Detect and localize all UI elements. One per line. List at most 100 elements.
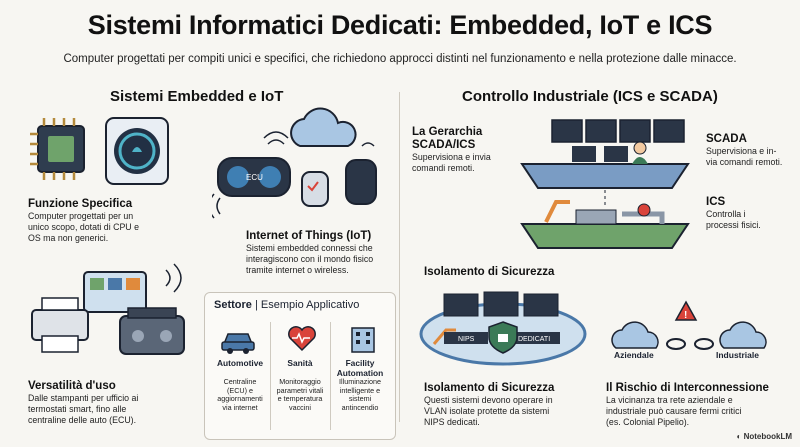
sector-title: Facility [345,358,375,368]
cloud-icon [611,321,767,349]
scada-block: SCADA Supervisiona e in- via comandi rem… [706,133,796,168]
iot-devices-illustration: ECU [212,107,377,219]
scada-title: SCADA [706,133,747,145]
interconnection-illustration: ! [611,300,767,350]
isolation-illustration: NIPS DEDICATI [419,291,587,366]
sector-text: (ECU) e [227,385,253,395]
sector-title: Automation [336,368,384,378]
smart-speaker-icon [345,159,377,205]
isolamento-heading: Isolamento di Sicurezza [424,266,555,278]
building-icon [351,327,375,353]
iot-text-1: Sistemi embedded connessi che [246,243,373,253]
sector-text: aggiornamenti [217,394,263,404]
rischio-block: Il Rischio di Interconnessione La vicina… [606,382,796,428]
label-aziendale: Aziendale [614,350,654,360]
scada-text: Supervisiona e in- [706,146,777,156]
sector-text: vaccini [289,402,311,412]
sector-text: antincendio [341,402,379,412]
ics-title: ICS [706,196,726,208]
sector-column-sanita: Sanità Monitoraggio parametri vitali e t… [272,358,328,412]
dashboard-icon: ECU [217,157,291,197]
warning-icon: ! [674,300,698,321]
sector-column-facility: Facility Automation Illuminazione intell… [332,358,388,412]
isolamento-title: Isolamento di Sicurezza [424,382,555,394]
sector-text: via internet [222,402,258,412]
sector-text: intelligente e [339,385,381,395]
sector-header-rest: Esempio Applicativo [260,299,360,311]
scada-ics-illustration [520,119,690,249]
funzione-block: Funzione Specifica Computer progettati p… [28,198,198,244]
chip-thermostat-illustration [30,117,169,185]
car-icon [221,333,255,354]
sector-column-automotive: Automotive Centraline (ECU) e aggiorname… [212,358,268,412]
sector-text: sistemi [348,394,372,404]
svg-text:DEDICATI: DEDICATI [518,336,550,343]
rischio-text: (es. Colonial Pipelio). [606,417,690,427]
label-industriale: Industriale [716,350,759,360]
svg-text:ECU: ECU [246,173,263,182]
ics-text: Controlla i [706,209,746,219]
sector-header-bold: Settore [214,299,252,311]
sector-text: e temperatura [277,394,323,404]
industrial-floor-icon [520,200,690,249]
cloud-icon [290,107,357,147]
isolamento-text: Questi sistemi devono operare in [424,395,553,405]
isolamento-block: Isolamento di Sicurezza Questi sistemi d… [424,382,594,428]
sector-table [204,292,396,440]
right-section-heading: Controllo Industriale (ICS e SCADA) [462,88,718,105]
funzione-text-1: Computer progettati per un [28,211,134,221]
nips-tags: NIPS DEDICATI [444,332,560,344]
sector-text: parametri vitali [276,385,324,395]
page-title: Sistemi Informatici Dedicati: Embedded, … [87,10,713,40]
footer-brand: ◐ NotebookLM [736,432,792,441]
gerarchia-block: La Gerarchia SCADA/ICS Supervisiona e in… [412,126,512,174]
brand-icon: ◐ [736,432,742,441]
iot-title: Internet of Things (IoT) [246,230,372,242]
versatilita-title: Versatilità d'uso [28,380,116,392]
gerarchia-title: SCADA/ICS [412,139,476,151]
rischio-text: industriale può causare fermi critici [606,406,742,416]
smartwatch-icon [301,171,329,207]
versatilita-block: Versatilità d'uso Dalle stampanti per uf… [28,380,198,426]
versatilita-text-1: Dalle stampanti per ufficio ai [28,393,139,403]
gerarchia-title: La Gerarchia [412,126,483,138]
control-room-icon [520,119,690,189]
rischio-title: Il Rischio di Interconnessione [606,382,769,394]
rischio-text: La vicinanza tra rete aziendale e [606,395,733,405]
printer-icon [31,297,89,353]
funzione-title: Funzione Specifica [28,198,133,210]
column-divider [330,322,331,430]
ics-text: processi fisici. [706,220,761,230]
isolamento-text: NIPS dedicati. [424,417,480,427]
sector-table-header: Settore | Esempio Applicativo [214,299,359,311]
sector-header-sep: | [254,299,258,311]
iot-block: Internet of Things (IoT) Sistemi embedde… [246,230,396,276]
engine-icon [119,307,185,355]
svg-text:!: ! [684,310,687,321]
sector-text: Monitoraggio [279,377,321,386]
gerarchia-text: comandi remoti. [412,163,475,173]
heart-pulse-icon [288,326,316,352]
ics-block: ICS Controlla i processi fisici. [706,196,796,231]
thermostat-icon [105,117,169,185]
sector-title: Automotive [216,358,264,368]
tablet-icon [83,271,147,313]
column-divider [270,322,271,430]
isolamento-text: VLAN isolate protette da sistemi [424,406,550,416]
gerarchia-text: Supervisiona e invia [412,152,491,162]
iot-text-3: tramite internet o wireless. [246,265,349,275]
funzione-text-3: OS ma non generici. [28,233,109,243]
brand-label: NotebookLM [743,432,792,441]
cpu-chip-icon [30,118,85,180]
section-divider [399,92,400,422]
broken-chain-icon [666,338,714,350]
sector-title: Sanità [287,358,313,368]
scada-text: via comandi remoti. [706,157,783,167]
versatilita-text-2: termostati smart, fino alle [28,404,127,414]
iot-text-2: interagiscono con il mondo fisico [246,254,374,264]
left-section-heading: Sistemi Embedded e IoT [110,88,284,105]
sector-icons [221,326,375,354]
funzione-text-2: unico scopo, dotati di CPU e [28,222,140,232]
page-subtitle: Computer progettati per compiti unici e … [63,53,737,65]
sector-text: Illuminazione [339,377,381,386]
